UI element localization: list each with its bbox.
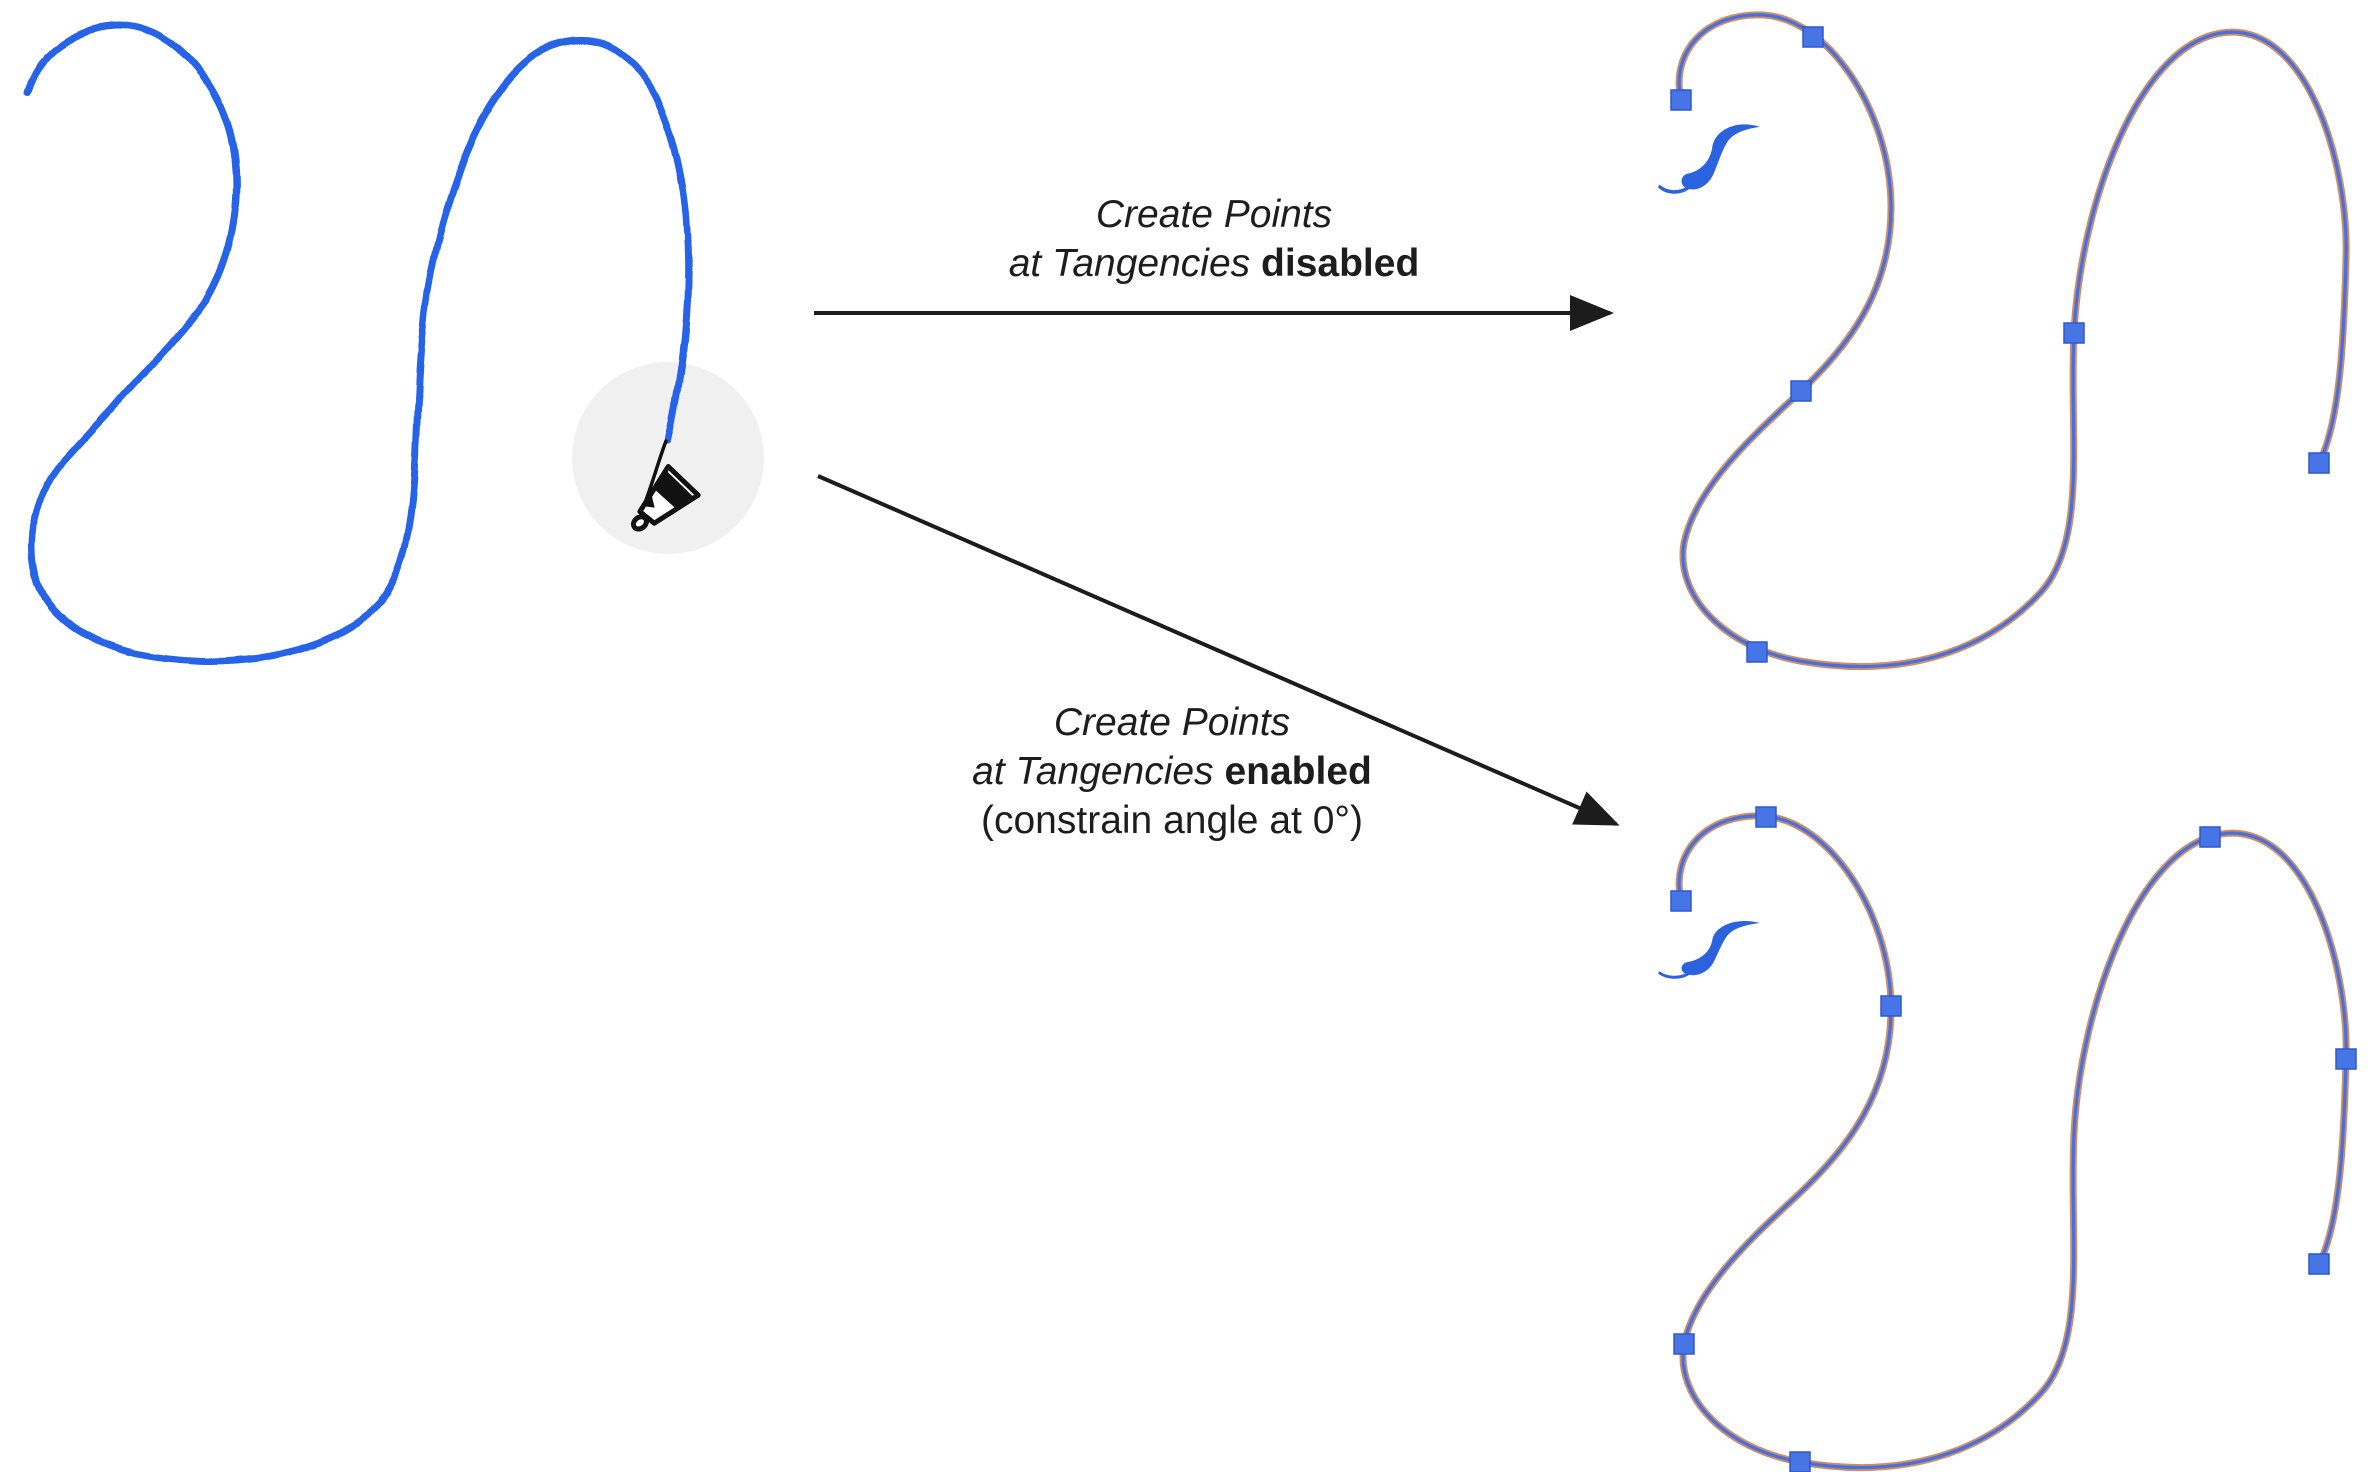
smooth-path-halo [1675, 11, 2350, 670]
anchor-point [1673, 1333, 1695, 1355]
label-enabled-line2-bold: enabled [1224, 750, 1372, 793]
pen-band [654, 470, 693, 509]
anchor-point [1670, 890, 1692, 912]
arrow-diagonal-icon [817, 474, 1620, 826]
anchor-point [2308, 452, 2330, 474]
pen-facet [644, 495, 655, 508]
anchor-point [2199, 826, 2221, 848]
result-disabled-panel [1658, 11, 2350, 670]
anchor-point [1755, 806, 1777, 828]
anchor-points-disabled [1670, 26, 2330, 663]
label-enabled-line1: Create Points [1053, 701, 1291, 744]
smooth-path-core [1677, 814, 2348, 1470]
anchor-point [1670, 89, 1692, 111]
anchor-point [1746, 641, 1768, 663]
anchor-point [1802, 26, 1824, 48]
anchor-point [2335, 1048, 2357, 1070]
anchor-point [2063, 322, 2085, 344]
cursor-halo [572, 362, 764, 554]
anchor-points-enabled [1670, 806, 2357, 1472]
label-disabled-line2-italic: at Tangencies [1008, 242, 1251, 285]
result-enabled-panel [1658, 806, 2357, 1472]
label-enabled-line2-italic: at Tangencies [972, 750, 1214, 793]
freehand-stroke [23, 22, 692, 665]
marker-pen-icon [630, 439, 701, 532]
s-glyph-icon [1658, 920, 1760, 979]
pen-nib [630, 514, 649, 532]
sketch-panel [23, 22, 764, 665]
anchor-point [1880, 995, 1902, 1017]
anchor-point [1789, 1451, 1811, 1472]
smooth-path-core [1677, 13, 2348, 669]
label-disabled-line2-bold: disabled [1261, 242, 1420, 285]
label-disabled-line1: Create Points [1095, 193, 1333, 236]
anchor-point [2308, 1253, 2330, 1275]
anchor-point [1790, 380, 1812, 402]
smooth-path-halo [1675, 812, 2350, 1471]
s-glyph-icon [1658, 124, 1760, 194]
label-enabled-line3: (constrain angle at 0°) [981, 799, 1363, 842]
